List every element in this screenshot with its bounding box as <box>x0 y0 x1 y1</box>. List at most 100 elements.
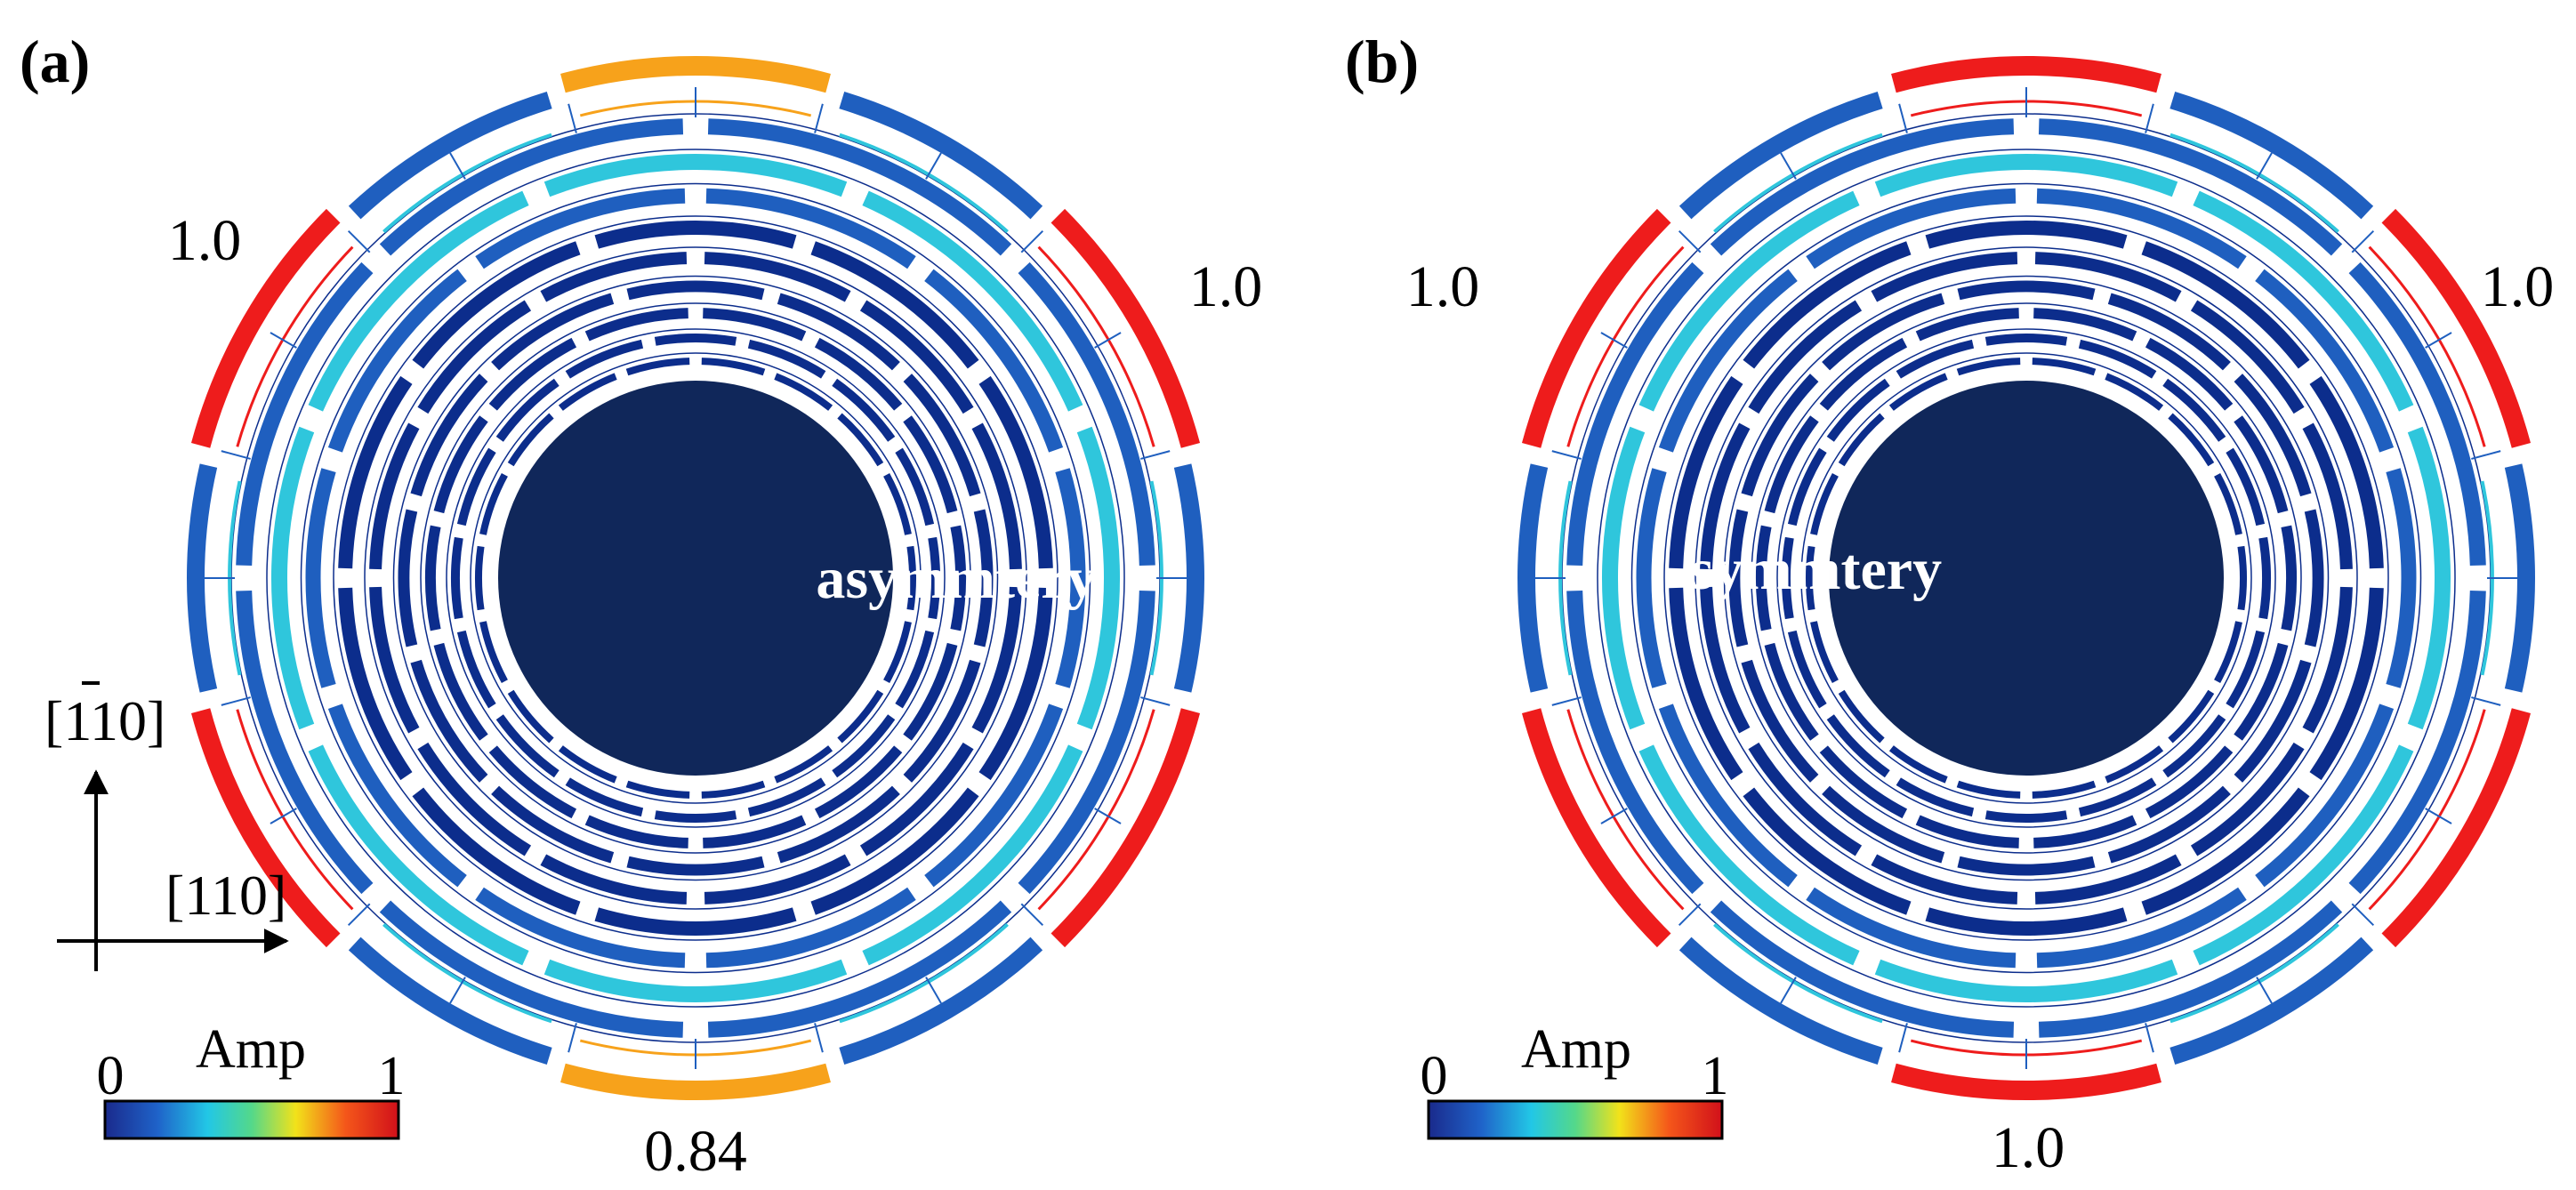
ring-segment <box>488 745 577 819</box>
ring-outline <box>1630 182 2422 974</box>
colorbar-b-title: Amp <box>1521 1019 1631 1080</box>
ring-segment <box>1956 780 2021 799</box>
ring-segment <box>1984 810 2068 823</box>
panel-b-left-arm-label: 1.0 <box>1406 254 1480 319</box>
spoke <box>270 808 297 824</box>
arm-secondary <box>187 463 218 693</box>
spoke <box>1600 332 1628 349</box>
ring-outline <box>1723 275 2330 881</box>
ring-segment <box>837 413 884 467</box>
ring-segment <box>859 742 974 856</box>
ring-segment <box>565 339 644 379</box>
ring-segment <box>837 689 884 744</box>
ring-segment <box>1984 334 2068 346</box>
arm-bottom <box>560 1063 831 1101</box>
ring-segment <box>1638 744 1860 966</box>
panel-a-bottom-arm-label: 0.84 <box>644 1119 747 1184</box>
arm-lower-right <box>1051 708 1201 948</box>
arm-lower-right <box>2381 708 2532 948</box>
ring-segment <box>2168 413 2215 467</box>
ring-segment <box>1810 621 1839 684</box>
ring-segment <box>654 810 737 823</box>
ring-segment <box>540 854 688 905</box>
ring-segment <box>2033 308 2137 342</box>
ring-segment <box>1018 590 1155 895</box>
panel-b-center-label: symmtery <box>1691 537 1942 602</box>
ring-segment <box>2078 339 2157 379</box>
ring-segment <box>701 358 766 376</box>
ring-segment <box>379 118 684 256</box>
axis-vertical-label: [110] <box>44 689 165 752</box>
ring-segment <box>1018 261 1155 567</box>
ring-segment <box>338 587 413 781</box>
ring-outline <box>1776 328 2276 828</box>
ring-segment <box>1566 261 1704 567</box>
ring-segment <box>1756 525 1772 631</box>
ring-segment <box>2255 269 2395 453</box>
spoke <box>2425 332 2452 349</box>
spoke <box>270 332 297 349</box>
ring-segment <box>2214 621 2242 684</box>
spoke <box>1678 229 1702 253</box>
arm-secondary <box>839 92 1043 220</box>
ring-segment <box>971 422 1022 570</box>
colorbar-a-min: 0 <box>97 1046 125 1106</box>
ring-segment <box>1956 358 2021 376</box>
ring-segment <box>1743 787 1912 915</box>
panel-a-resonator <box>187 55 1204 1101</box>
ring-segment <box>2309 587 2384 781</box>
ring-segment <box>475 887 686 969</box>
ring-segment <box>1896 777 1975 817</box>
spoke <box>1020 229 1044 253</box>
arm-top <box>560 55 831 93</box>
panel-a-tag: (a) <box>20 28 90 95</box>
crystal-axes: [110] [110] <box>44 681 289 971</box>
ring-segment <box>327 269 467 453</box>
ring-segment <box>1748 742 1863 856</box>
ring-segment <box>379 900 684 1038</box>
ring-segment <box>2105 745 2164 784</box>
ring-segment <box>491 293 615 371</box>
ring-segment <box>410 659 488 783</box>
ring-segment <box>2234 642 2289 741</box>
ring-segment <box>1819 337 1908 411</box>
spoke <box>2145 103 2154 133</box>
ring-segment <box>2386 468 2417 688</box>
ring-segment <box>2078 777 2157 817</box>
ring-segment <box>862 744 1083 966</box>
ring-segment <box>2234 374 2312 497</box>
ring-segment <box>2141 241 2310 369</box>
ring-segment <box>2038 900 2343 1038</box>
ring-segment <box>2162 714 2226 778</box>
ring-segment <box>1700 422 1751 570</box>
ring-segment <box>1787 447 1827 527</box>
panel-b-bottom-arm-label: 1.0 <box>1992 1115 2065 1180</box>
ring-segment <box>705 887 916 969</box>
spoke <box>925 152 942 180</box>
ring-segment <box>862 190 1083 412</box>
ring-segment <box>2302 586 2353 734</box>
ring-segment <box>594 907 797 937</box>
ring-segment <box>425 525 441 631</box>
ring-segment <box>1810 472 1839 535</box>
panel-b-right-arm-label: 1.0 <box>2481 254 2555 319</box>
arm-secondary <box>839 937 1043 1065</box>
ring-segment <box>1658 704 1798 888</box>
ring-segment <box>1787 630 1827 709</box>
arm-lower-left <box>1521 708 1671 948</box>
spoke <box>2145 1023 2154 1053</box>
ring-segment <box>774 745 833 784</box>
arm-secondary <box>1678 937 1883 1065</box>
ring-segment <box>2258 536 2271 620</box>
ring-outline <box>1597 149 2456 1008</box>
ring-segment <box>903 659 981 783</box>
resonator-core <box>1829 381 2224 776</box>
ring-segment <box>1888 373 1948 411</box>
ring-segment <box>707 118 1012 256</box>
colorbar-b-gradient <box>1427 1099 1724 1140</box>
spoke <box>1140 696 1171 706</box>
ring-segment <box>1896 339 1975 379</box>
ring-segment <box>832 714 896 778</box>
ring-outline <box>1751 302 2302 854</box>
spoke <box>1140 450 1171 460</box>
